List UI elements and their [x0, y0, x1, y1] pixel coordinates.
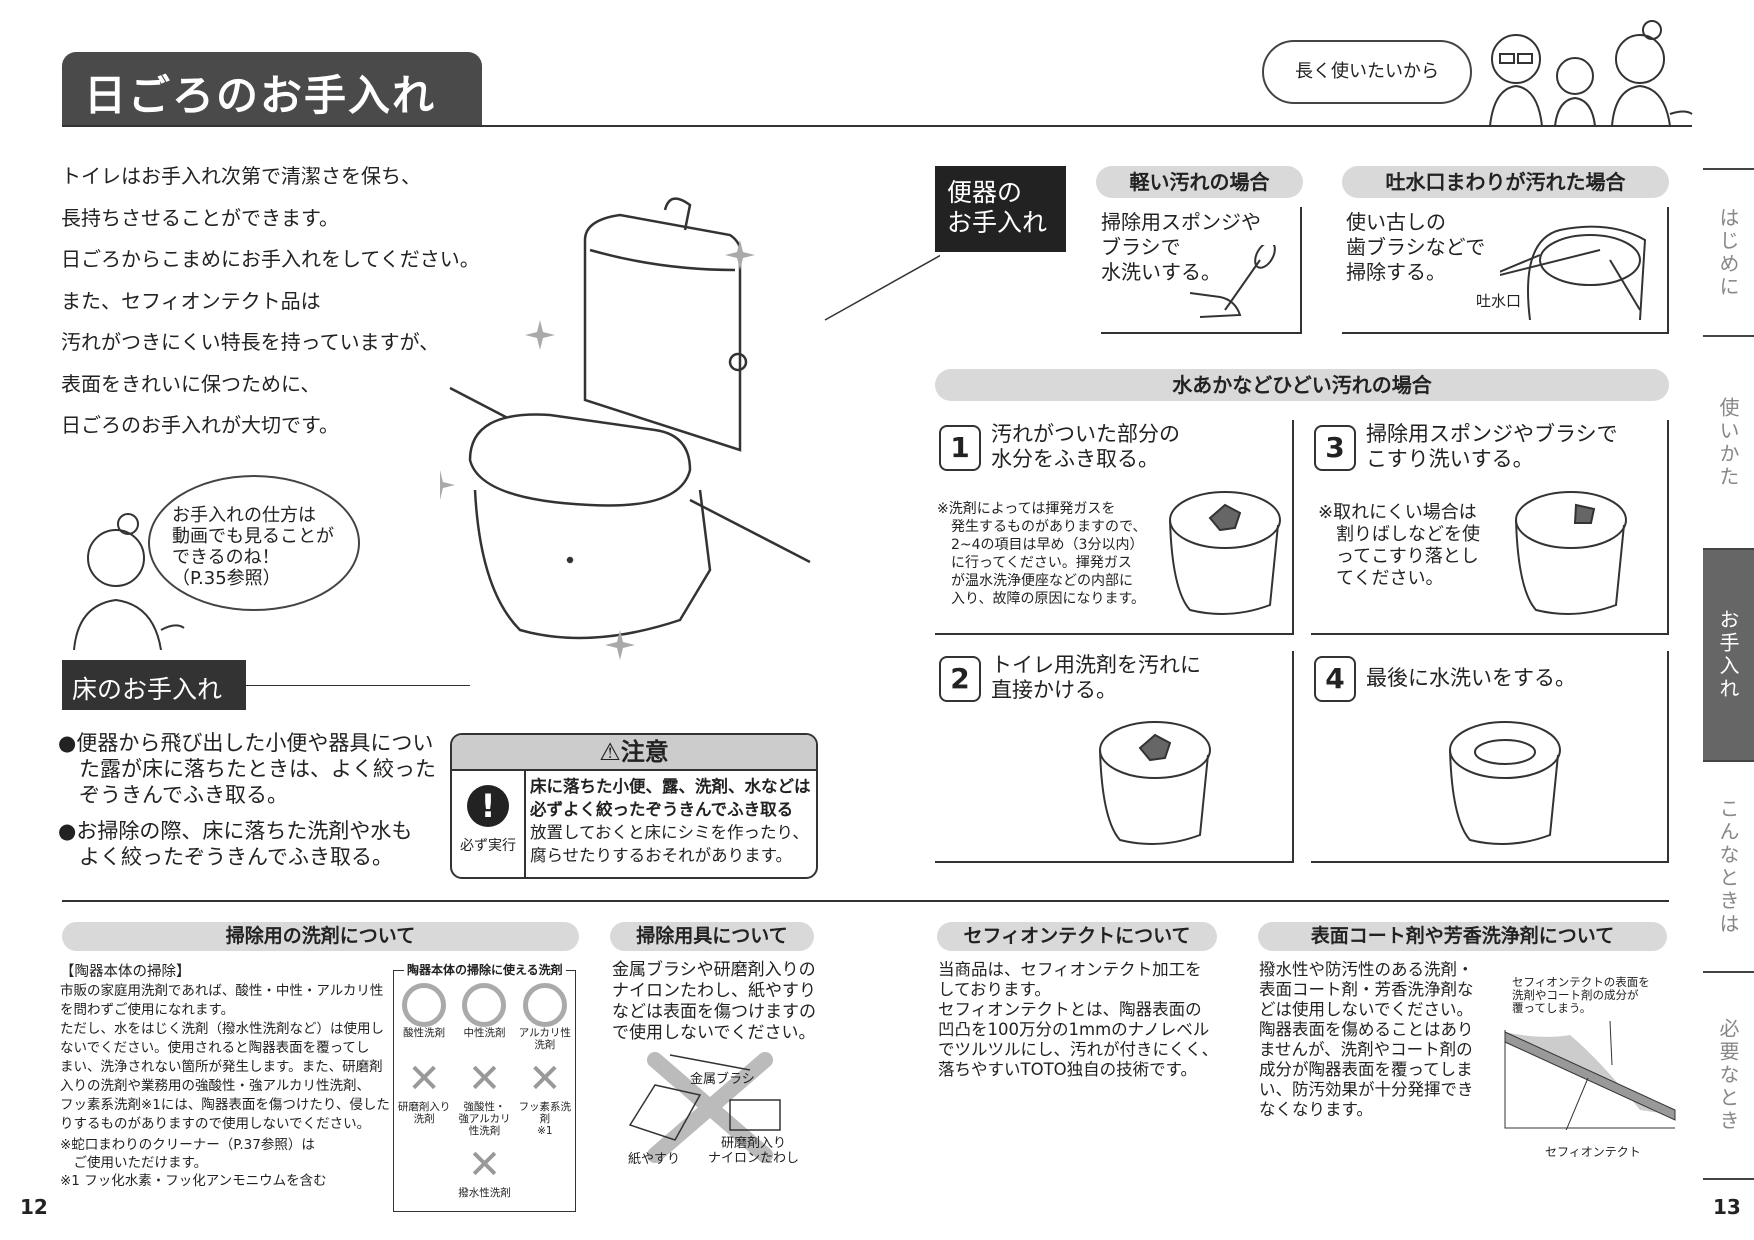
detergent-subtitle: 【陶器本体の掃除】	[60, 964, 191, 980]
side-tab-hitsuyounatoki[interactable]: 必要なとき	[1703, 971, 1754, 1180]
step-1-panel	[935, 420, 1294, 635]
spout-dirt-title: 吐水口まわりが汚れた場合	[1342, 166, 1669, 198]
caution-bold-text: 床に落ちた小便、露、洗剤、水などは 必ずよく絞ったぞうきんでふき取る	[530, 777, 811, 819]
step-number: 3	[1314, 425, 1356, 471]
detergent-column: 【陶器本体の掃除】 市販の家庭用洗剤であれば、酸性・中性・アルカリ性 を問わずご…	[60, 962, 390, 1190]
page-number-right: 13	[1713, 1195, 1741, 1219]
step-text: 汚れがついた部分の 水分をふき取る。	[991, 422, 1180, 471]
detergent-text: 市販の家庭用洗剤であれば、酸性・中性・アルカリ性 を問わずご使用になれます。 た…	[60, 983, 390, 1132]
step-number: 1	[939, 425, 981, 471]
intro-line: トイレはお手入れ次第で清潔さを保ち、	[61, 164, 421, 188]
step-4-panel	[1311, 651, 1669, 863]
step-text: 掃除用スポンジやブラシで こすり洗いする。	[1366, 422, 1618, 471]
step-note: ※取れにくい場合は 割りばしなどを使 ってこすり落とし てください。	[1318, 502, 1480, 589]
tip-bubble: お手入れの仕方は 動画でも見ることが できるのね！ （P.35参照）	[148, 475, 360, 611]
side-tab-oteire[interactable]: お手入れ	[1703, 548, 1754, 760]
exclamation-icon: !	[467, 785, 509, 827]
cross-icon: ✕	[528, 1056, 562, 1102]
family-illustration	[1489, 20, 1693, 126]
tools-text: 金属ブラシや研磨剤入りの ナイロンたわし、紙やすり などは表面を傷つけますの で…	[612, 960, 816, 1043]
woman-illustration	[73, 513, 185, 650]
brush-hand-icon	[1189, 245, 1276, 318]
floor-care-title: 床のお手入れ	[62, 660, 246, 710]
ok-detergent: 酸性洗剤	[394, 983, 454, 1051]
detergent-box: 陶器本体の掃除に使える洗剤 酸性洗剤 中性洗剤 アルカリ性洗剤 ✕研磨剤入り 洗…	[393, 961, 576, 1212]
floor-bullet: ●便器から飛び出した小便や器具につい た露が床に落ちたときは、よく絞った ぞうき…	[58, 731, 436, 807]
heavy-dirt-title: 水あかなどひどい汚れの場合	[935, 369, 1669, 401]
ok-detergent: 中性洗剤	[454, 983, 514, 1051]
bowl-detergent-illustration	[1099, 721, 1211, 845]
toilet-care-label: 便器の お手入れ	[935, 166, 1066, 252]
tool-label: 紙やすり	[628, 1152, 681, 1167]
side-tab-tsukaikata[interactable]: 使いかた	[1703, 335, 1754, 548]
caution-body: 床に落ちた小便、露、洗剤、水などは 必ずよく絞ったぞうきんでふき取る 放置してお…	[530, 775, 814, 867]
step-text: 最後に水洗いをする。	[1366, 666, 1576, 690]
intro-line: また、セフィオンテクト品は	[61, 288, 321, 313]
step-3-panel	[1311, 420, 1669, 635]
detergent-note: ※蛇口まわりのクリーナー（P.37参照）は ご使用いただけます。	[60, 1137, 315, 1171]
spout-dirt-text: 使い古しの 歯ブラシなどで 掃除する。	[1346, 210, 1486, 284]
cross-icon: ✕	[467, 1142, 502, 1188]
intro-line: 日ごろのお手入れが大切です。	[61, 413, 339, 437]
intro-line: 日ごろからこまめにお手入れをしてください。	[61, 247, 480, 271]
ng-detergent: ✕フッ素系洗剤 ※1	[515, 1057, 575, 1137]
light-dirt-text: 掃除用スポンジや ブラシで 水洗いする。	[1101, 210, 1261, 284]
step-2-panel	[935, 651, 1294, 863]
light-dirt-panel	[1101, 207, 1302, 334]
caution-title: ⚠注意	[452, 735, 816, 771]
tool-label: 研磨剤入り ナイロンたわし	[708, 1136, 800, 1166]
tool-label: 金属ブラシ	[690, 1072, 755, 1087]
detergent-box-title: 陶器本体の掃除に使える洗剤	[404, 961, 566, 978]
bowl-wipe-illustration	[1169, 491, 1281, 615]
ng-detergent: ✕撥水性洗剤	[454, 1143, 514, 1199]
intro-line: 汚れがつきにくい特長を持っていますが、	[61, 330, 440, 354]
intro-line: 長持ちさせることができます。	[61, 205, 339, 230]
step-text: トイレ用洗剤を汚れに 直接かける。	[991, 653, 1201, 702]
step-number: 4	[1314, 656, 1356, 702]
page-title: 日ごろのお手入れ	[62, 52, 482, 126]
floor-bullet: ●お掃除の際、床に落ちた洗剤や水も よく絞ったぞうきんでふき取る。	[58, 819, 413, 869]
detergent-note: ※1 フッ化水素・フッ化アンモニウムを含む	[60, 1173, 327, 1189]
spout-dirt-panel	[1342, 207, 1669, 334]
spout-illustration	[1500, 225, 1647, 321]
caution-box: ⚠注意 ! 必ず実行 床に落ちた小便、露、洗剤、水などは 必ずよく絞ったぞうきん…	[450, 733, 818, 879]
section-divider	[62, 900, 1669, 902]
side-tab-konnatokiwa[interactable]: こんなときは	[1703, 760, 1754, 971]
diagram-top-label: セフィオンテクトの表面を 洗剤やコート剤の成分が 覆ってしまう。	[1512, 975, 1650, 1015]
caution-icon-label: 必ず実行	[460, 838, 516, 854]
bowl-rinse-illustration	[1449, 721, 1561, 845]
coating-diagram	[1504, 1020, 1676, 1130]
tools-title: 掃除用具について	[610, 922, 814, 951]
page-number-left: 12	[20, 1195, 48, 1219]
cross-icon: ✕	[467, 1056, 502, 1102]
coating-text: 撥水性や防汚性のある洗剤・ 表面コート剤・芳香洗浄剤な どは使用しないでください…	[1259, 960, 1474, 1119]
step-note: ※洗剤によっては揮発ガスを 発生するものがありますので、 2~4の項目は早め（3…	[937, 501, 1147, 607]
ng-detergent: ✕強酸性・ 強アルカリ性洗剤	[454, 1057, 514, 1137]
ok-circle-icon	[522, 983, 567, 1027]
coating-title: 表面コート剤や芳香洗浄剤について	[1258, 922, 1667, 951]
ceflon-title: セフィオンテクトについて	[937, 922, 1217, 951]
side-tab-hajimeni[interactable]: はじめに	[1703, 168, 1754, 335]
spout-callout: 吐水口	[1476, 292, 1522, 310]
ceflon-text: 当商品は、セフィオンテクト加工を しております。 セフィオンテクトとは、陶器表面…	[938, 960, 1219, 1079]
bowl-scrub-illustration	[1515, 491, 1627, 615]
step-number: 2	[939, 656, 981, 702]
caution-text: 放置しておくと床にシミを作ったり、 腐らせたりするおそれがあります。	[530, 823, 809, 865]
ok-detergent: アルカリ性洗剤	[515, 983, 575, 1051]
ok-circle-icon	[402, 983, 447, 1027]
light-dirt-title: 軽い汚れの場合	[1096, 166, 1303, 198]
cross-icon: ✕	[407, 1056, 441, 1102]
diagram-bottom-label: セフィオンテクト	[1545, 1145, 1641, 1159]
toilet-illustration	[440, 197, 940, 660]
ok-circle-icon	[462, 983, 507, 1027]
speech-bubble: 長く使いたいから	[1262, 40, 1472, 104]
ng-detergent: ✕研磨剤入り 洗剤	[394, 1057, 454, 1137]
floor-bullets: ●便器から飛び出した小便や器具につい た露が床に落ちたときは、よく絞った ぞうき…	[58, 730, 443, 870]
floor-rule	[246, 685, 470, 686]
header-rule	[62, 125, 1692, 127]
intro-line: 表面をきれいに保つために、	[61, 371, 321, 396]
detergent-title: 掃除用の洗剤について	[62, 922, 579, 951]
prohibited-tools-illustration	[628, 1052, 781, 1163]
